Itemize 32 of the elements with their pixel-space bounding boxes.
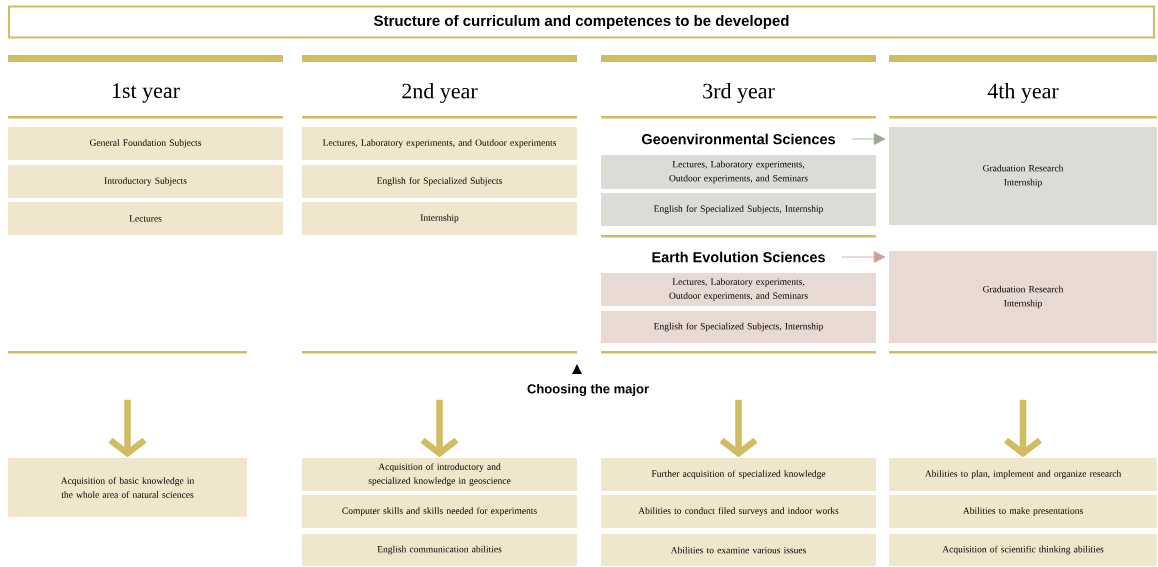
course-box: General Foundation Subjects (8, 127, 283, 160)
pointer-arrow (841, 251, 886, 263)
course-box: Introductory Subjects (8, 165, 283, 198)
section-heading: Geoenvironmental Sciences (642, 133, 835, 145)
year-heading: 1st year (112, 83, 180, 103)
course-box: Graduation Research Internship (889, 251, 1157, 343)
course-box: Lectures (8, 202, 283, 235)
course-box: Graduation Research Internship (889, 127, 1157, 225)
course-box: Acquisition of scientific thinking abilities (889, 534, 1157, 566)
course-box: Acquisition of basic knowledge in the whole area of natural sciences (8, 458, 247, 517)
course-box: English for Specialized Subjects, Internship (601, 311, 876, 343)
course-box: Computer skills and skills needed for experiments (302, 495, 577, 528)
pointer-arrow (851, 133, 886, 145)
course-box: Abilities to conduct filed surveys and indoor works (601, 495, 876, 528)
course-box: Lectures, Laboratory experiments, and Outdoor experiments (302, 127, 577, 160)
title-box: Structure of curriculum and competences to be developed (8, 5, 1155, 39)
course-box: Abilities to examine various issues (601, 534, 876, 566)
course-box: Lectures, Laboratory experiments, Outdoor experiments, and Seminars (601, 155, 876, 189)
course-box: Abilities to plan, implement and organize research (889, 458, 1157, 491)
course-box: Further acquisition of specialized knowledge (601, 458, 876, 491)
course-box: Internship (302, 202, 577, 235)
section-heading: Earth Evolution Sciences (652, 251, 825, 263)
major-note: Choosing the major (527, 383, 649, 397)
course-box: Abilities to make presentations (889, 495, 1157, 528)
course-box: English for Specialized Subjects, Internship (601, 193, 876, 226)
year-heading: 2nd year (402, 83, 478, 103)
course-box: Acquisition of introductory and specialized knowledge in geoscience (302, 458, 577, 491)
course-box: Lectures, Laboratory experiments, Outdoor experiments, and Seminars (601, 273, 876, 306)
course-box: English for Specialized Subjects (302, 165, 577, 198)
year-heading: 4th year (987, 83, 1059, 103)
course-box: English communication abilities (302, 534, 577, 566)
year-heading: 3rd year (703, 83, 775, 103)
